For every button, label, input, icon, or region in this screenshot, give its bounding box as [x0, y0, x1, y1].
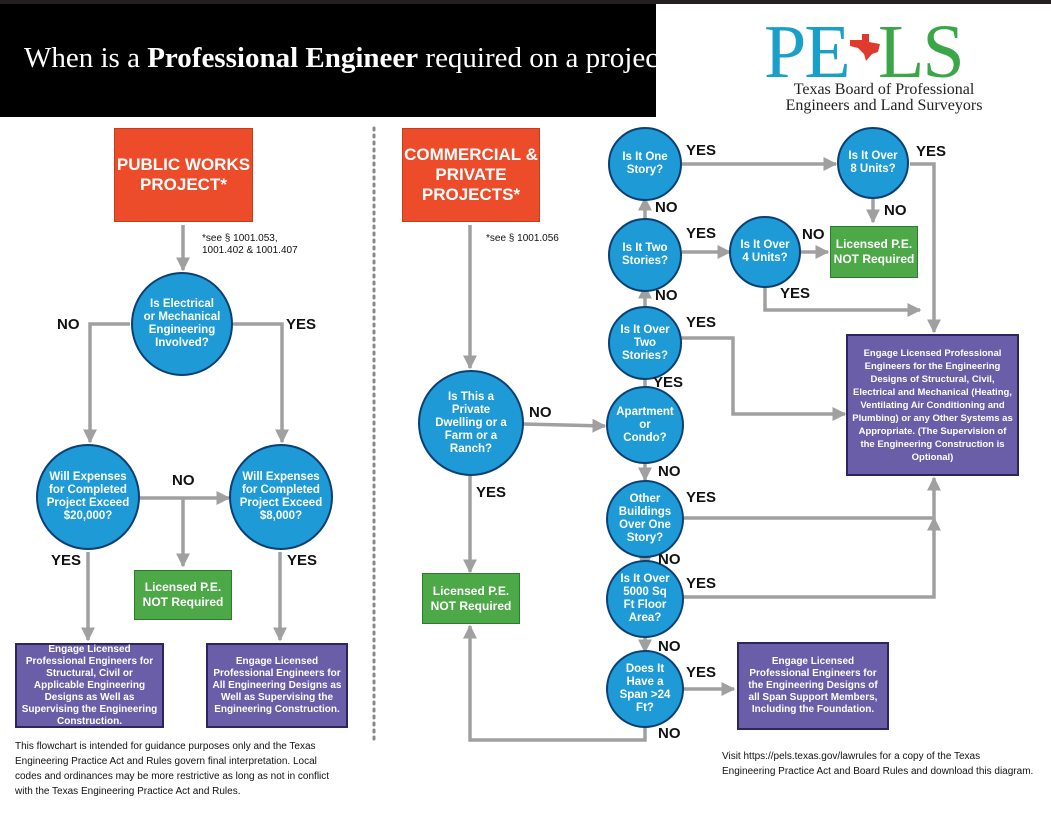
- label-no: NO: [655, 287, 678, 304]
- q-private-dwelling: Is This a Private Dwelling or a Farm or …: [418, 370, 524, 476]
- engage-structural-civil-electrical-mechanical: Engage Licensed Professional Engineers f…: [846, 334, 1019, 476]
- label-yes: YES: [686, 664, 717, 681]
- arrow-electrical-yes: [233, 322, 289, 444]
- q-one-story: Is It One Story?: [608, 127, 682, 201]
- label-yes: YES: [686, 489, 717, 506]
- commercial-footnote: *see § 1001.056: [486, 233, 559, 244]
- q-exceed-20000: Will Expenses for Completed Project Exce…: [36, 444, 140, 550]
- label-no: NO: [172, 472, 195, 489]
- label-yes: YES: [686, 142, 717, 159]
- q-other-buildings-over-one-story: Other Buildings Over One Story?: [606, 480, 684, 558]
- label-no: NO: [658, 725, 681, 742]
- public-works-header: PUBLIC WORKS PROJECT*: [114, 128, 253, 222]
- title-banner: When is a Professional Engineer required…: [0, 4, 679, 117]
- arrow-span-no: [463, 624, 647, 742]
- q-electrical-mechanical: Is Electrical or Mechanical Engineering …: [131, 272, 233, 376]
- label-no: NO: [655, 199, 678, 216]
- label-no: NO: [884, 202, 907, 219]
- label-yes: YES: [287, 552, 318, 569]
- arrow-other-yes: [683, 476, 941, 520]
- arrow-5000-yes: [683, 516, 941, 599]
- q-exceed-8000: Will Expenses for Completed Project Exce…: [229, 444, 333, 550]
- engage-span-support: Engage Licensed Professional Engineers f…: [737, 642, 889, 730]
- q-over-5000-sqft: Is It Over 5000 Sq Ft Floor Area?: [606, 560, 684, 638]
- label-no: NO: [658, 551, 681, 568]
- arrow-4units-yes: [763, 286, 922, 317]
- label-no: NO: [658, 463, 681, 480]
- commercial-private-header: COMMERCIAL & PRIVATE PROJECTS*: [402, 128, 540, 222]
- engage-all-designs: Engage Licensed Professional Engineers f…: [206, 643, 348, 728]
- visit-rules-link[interactable]: Visit https://pels.texas.gov/lawrules fo…: [722, 751, 1034, 777]
- q-over-two-stories: Is It Over Two Stories?: [608, 306, 682, 380]
- texas-star-icon: [850, 34, 880, 61]
- label-no: NO: [802, 226, 825, 243]
- label-yes: YES: [686, 314, 717, 331]
- arrow-electrical-no: [83, 322, 130, 444]
- logo-subtitle: Texas Board of Professional Engineers an…: [785, 81, 983, 114]
- q-over-8-units: Is It Over 8 Units?: [837, 127, 909, 199]
- label-yes: YES: [686, 225, 717, 242]
- label-no: NO: [57, 316, 80, 333]
- pe-not-required-private: Licensed P.E. NOT Required: [422, 573, 520, 624]
- q-two-stories: Is It Two Stories?: [608, 218, 682, 292]
- pe-not-required-units: Licensed P.E. NOT Required: [830, 226, 918, 278]
- q-over-4-units: Is It Over 4 Units?: [729, 216, 801, 288]
- label-yes: YES: [780, 285, 811, 302]
- label-yes: YES: [916, 143, 947, 160]
- arrow-8units-yes: [910, 162, 941, 334]
- arrow-private-no: [522, 418, 607, 433]
- engage-structural-civil: Engage Licensed Professional Engineers f…: [15, 643, 164, 728]
- q-apartment-condo: Apartment or Condo?: [606, 386, 684, 464]
- label-yes: YES: [686, 575, 717, 592]
- page-title: When is a Professional Engineer required…: [24, 42, 680, 74]
- disclaimer-text: This flowchart is intended for guidance …: [15, 741, 330, 797]
- top-rule: [0, 0, 1051, 4]
- pe-not-required-public: Licensed P.E. NOT Required: [134, 570, 232, 620]
- label-yes: YES: [51, 552, 82, 569]
- label-yes: YES: [476, 484, 507, 501]
- label-no: NO: [658, 638, 681, 655]
- label-yes: YES: [653, 374, 684, 391]
- label-yes: YES: [286, 316, 317, 333]
- q-span-over-24ft: Does It Have a Span >24 Ft?: [606, 650, 684, 728]
- label-no: NO: [529, 404, 552, 421]
- arrow-over2-yes: [680, 336, 847, 421]
- logo-pe-letters: PE: [764, 10, 851, 94]
- logo-ls-letters: LS: [878, 10, 965, 94]
- public-works-footnote: *see § 1001.053, 1001.402 & 1001.407: [202, 233, 298, 256]
- pels-logo: PE LS Texas Board of Professional Engine…: [764, 10, 1004, 114]
